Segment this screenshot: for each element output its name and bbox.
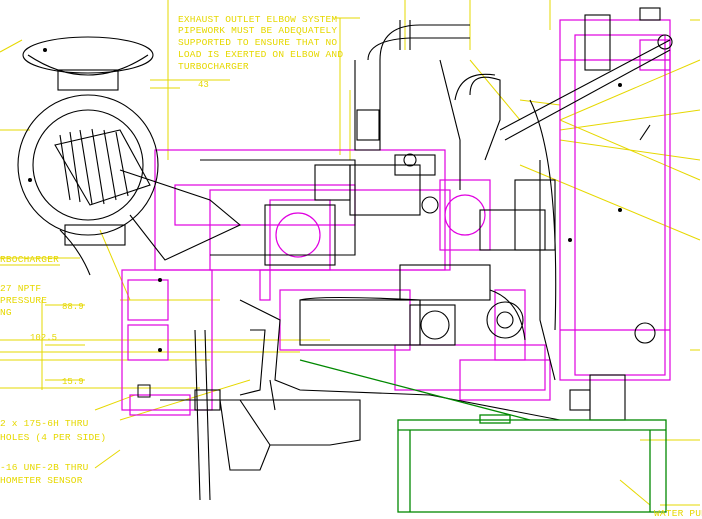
pressure-note-line-1: 27 NPTF (0, 283, 42, 294)
turbocharger-label: RBOCHARGER (0, 254, 60, 265)
exhaust-note-line-4: LOAD IS EXERTED ON ELBOW AND (178, 49, 344, 60)
pressure-note-line-2: PRESSURE (0, 295, 48, 306)
holes-note-line-2: HOLES (4 PER SIDE) (0, 432, 107, 443)
exhaust-note-line-2: PIPEWORK MUST BE ADEQUATELY (178, 25, 338, 36)
dimension-88-9: 88.9 (62, 302, 84, 312)
sensor-note-line-1: -16 UNF-2B THRU (0, 462, 89, 473)
annotation-lines (0, 0, 701, 506)
exhaust-note-line-5: TURBOCHARGER (178, 61, 249, 72)
water-pump-label: WATER PUM (654, 508, 702, 519)
sensor-note-line-2: HOMETER SENSOR (0, 475, 83, 486)
base-frame (299, 359, 667, 513)
dimension-15-9: 15.9 (62, 377, 84, 387)
dimension-102-5: 102.5 (30, 333, 58, 343)
pressure-note-line-3: NG (0, 307, 12, 318)
exhaust-note-line-3: SUPPORTED TO ENSURE THAT NO (178, 37, 338, 48)
holes-note-line-1: 2 x 175-6H THRU (0, 418, 89, 429)
engine-mechanical-outline (17, 7, 673, 501)
exhaust-note-line-1: EXHAUST OUTLET ELBOW SYSTEM (178, 14, 338, 25)
reference-marks (28, 48, 622, 398)
dimension-43: 43 (198, 80, 209, 90)
